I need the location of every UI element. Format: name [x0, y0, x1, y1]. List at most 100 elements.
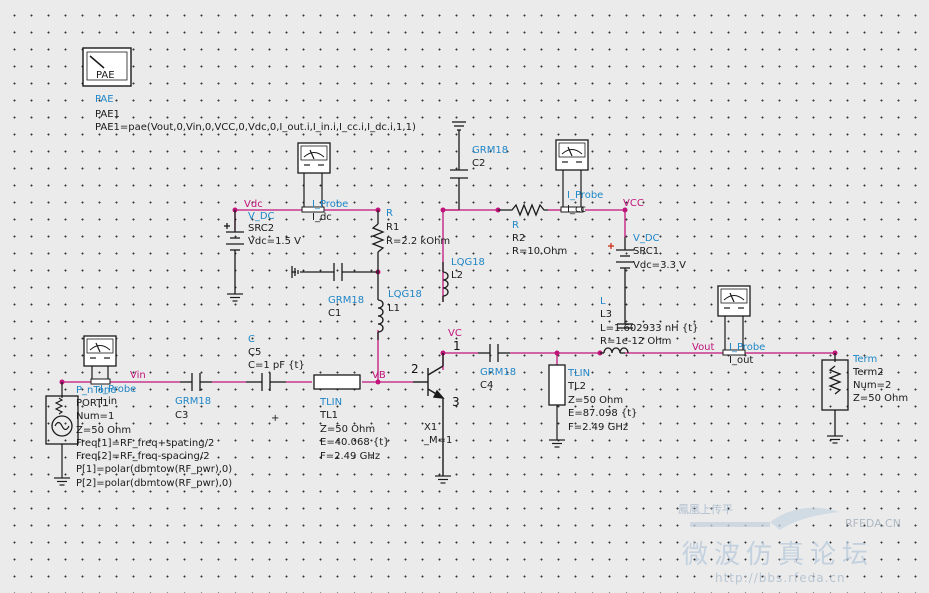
c1-name: C1: [328, 308, 341, 319]
probe-dc-type: I_Probe: [312, 199, 348, 210]
l1-inductor[interactable]: [377, 272, 384, 340]
src1-value: Vdc=3.3 V: [633, 260, 686, 271]
net-vdc: Vdc: [244, 199, 263, 210]
pae-component[interactable]: PAE: [82, 47, 132, 87]
net-vout: Vout: [692, 342, 715, 353]
port1-num: Num=1: [76, 411, 114, 422]
src1-type: V_DC: [633, 233, 660, 244]
pae-name-label: PAE1: [95, 109, 120, 120]
c3-type: GRM18: [175, 396, 211, 407]
probe-dc[interactable]: [297, 142, 331, 213]
x1-pin3: 3: [452, 395, 460, 409]
tl1-e: E=40.068 {t}: [320, 437, 390, 448]
r2-resistor[interactable]: [498, 203, 548, 217]
net-vb: VB: [372, 370, 386, 381]
c4-capacitor[interactable]: [478, 344, 510, 362]
term2-type: Term: [852, 354, 877, 365]
term2-termination[interactable]: [821, 353, 849, 436]
tl2-type: TLIN: [567, 368, 590, 379]
x1-name: X1: [424, 422, 437, 433]
c2-name: C2: [472, 158, 485, 169]
l1-type: LQG18: [388, 289, 422, 300]
x1-pin2: 2: [411, 362, 419, 376]
l3-name: L3: [600, 309, 612, 320]
port1-freq2: Freq[2]=RF_freq-spacing/2: [76, 451, 210, 462]
probe-in[interactable]: [83, 335, 117, 385]
probe-in-name: I_in: [100, 396, 117, 407]
l3-value: L=1.602933 nH {t}: [600, 323, 699, 334]
l2-type: LQG18: [451, 257, 485, 268]
port1-p2: P[2]=polar(dbmtow(RF_pwr),0): [76, 478, 232, 489]
tl1-z: Z=50 Ohm: [320, 424, 375, 435]
c2-type: GRM18: [472, 145, 508, 156]
port1-source[interactable]: [45, 382, 79, 486]
watermark-url: http://bbs.rfeda.cn: [715, 571, 846, 585]
pae-type-label: PAE: [95, 94, 114, 105]
net-vc: VC: [448, 328, 462, 339]
c3-capacitor[interactable]: [180, 373, 212, 391]
src2-value: Vdc=1.5 V: [248, 236, 301, 247]
term2-num: Num=2: [853, 380, 891, 391]
net-vcc: VCC: [623, 198, 644, 209]
c1-type: GRM18: [328, 295, 364, 306]
c5-name: C5: [248, 347, 261, 358]
r1-resistor[interactable]: [371, 210, 385, 272]
x1-transistor[interactable]: [413, 353, 445, 476]
port1-p1: P[1]=polar(dbmtow(RF_pwr),0): [76, 464, 232, 475]
c5-value: C=1 pF {t}: [248, 360, 305, 371]
tl1-name: TL1: [319, 410, 338, 421]
tl2-f: F=2.49 GHz: [568, 422, 628, 433]
c5-capacitor[interactable]: [246, 373, 286, 391]
c1-capacitor[interactable]: [291, 263, 378, 281]
l2-name: L2: [451, 270, 463, 281]
port1-freq1: Freq[1]=RF_freq+spacing/2: [76, 438, 214, 449]
watermark-logo: RFEDA.CN: [845, 517, 901, 530]
tl2-e: E=87.098 {t}: [568, 408, 638, 419]
r1-value: R=2.2 kOhm: [386, 236, 450, 247]
tl2-name: TL2: [567, 381, 586, 392]
port1-name: PORT1: [76, 398, 109, 409]
cursor-plus: +: [271, 413, 279, 424]
r2-name: R2: [512, 233, 525, 244]
r2-value: R=10 Ohm: [512, 246, 567, 257]
r2-type: R: [512, 220, 519, 231]
r1-name: R1: [386, 222, 399, 233]
net-vin: Vin: [130, 370, 146, 381]
port1-z: Z=50 Ohm: [76, 425, 131, 436]
src2-vdc[interactable]: [224, 210, 244, 294]
c3-name: C3: [175, 410, 188, 421]
l3-inductor[interactable]: [600, 300, 633, 354]
tl1-f: F=2.49 GHz: [320, 451, 380, 462]
src2-name: SRC2: [248, 223, 274, 234]
src2-type: V_DC: [248, 211, 275, 222]
watermark-title: 微波仿真论坛: [682, 540, 874, 570]
probe-cc-type: I_Probe: [567, 190, 603, 201]
probe-out[interactable]: [717, 285, 751, 356]
probe-in-type: I_Probe: [100, 384, 136, 395]
tl1-line[interactable]: [313, 374, 361, 390]
tl2-line[interactable]: [548, 364, 566, 440]
src1-vdc[interactable]: [608, 237, 634, 300]
probe-cc-name: I_cc: [567, 204, 586, 215]
term2-z: Z=50 Ohm: [853, 393, 908, 404]
c2-capacitor[interactable]: [443, 121, 468, 211]
probe-cc[interactable]: [555, 139, 589, 213]
l2-inductor[interactable]: [442, 262, 449, 302]
l1-name: L1: [388, 303, 400, 314]
l3-type: L: [600, 296, 606, 307]
src1-name: SRC1: [633, 246, 659, 257]
port1-type: P_nTone: [76, 385, 116, 396]
c5-type: C: [248, 334, 255, 345]
probe-out-name: I_out: [729, 355, 753, 366]
probe-dc-name: I_dc: [312, 212, 332, 223]
c4-name: C4: [480, 380, 493, 391]
l3-r: R=1e-12 Ohm: [600, 336, 671, 347]
pae-icon-text: PAE: [96, 70, 115, 81]
x1-pin1: 1: [453, 339, 461, 353]
term2-name: Term2: [852, 367, 884, 378]
probe-out-type: I_Probe: [729, 342, 765, 353]
r1-type: R: [386, 208, 393, 219]
c4-type: GRM18: [480, 367, 516, 378]
